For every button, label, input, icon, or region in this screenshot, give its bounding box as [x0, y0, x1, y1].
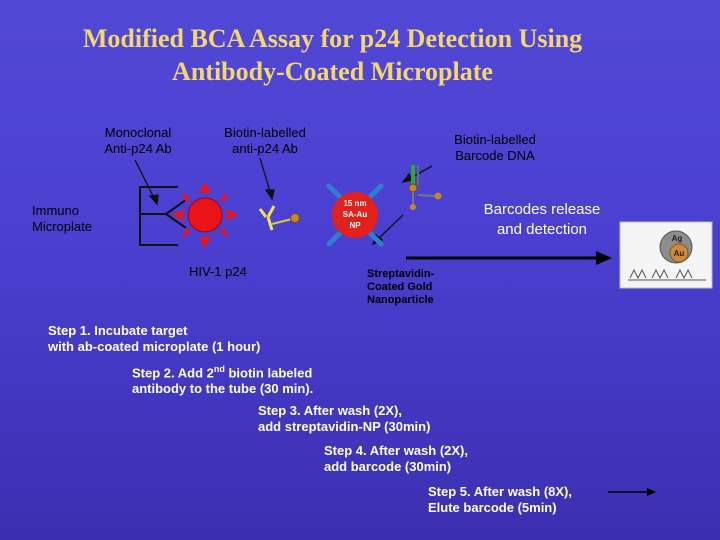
release-arrow — [406, 251, 612, 265]
streptavidin-gold-nanoparticle: 15 nm SA-Au NP — [326, 183, 384, 247]
step-4: Step 4. After wash (2X), add barcode (30… — [324, 443, 468, 474]
step-2-suffix: biotin labeled antibody to the tube (30 … — [132, 365, 314, 397]
label-streptavidin-nanoparticle: Streptavidin- Coated Gold Nanoparticle — [367, 268, 435, 306]
slide-title: Modified BCA Assay for p24 Detection Usi… — [82, 24, 583, 86]
step-2: Step 2. Add 2nd biotin labeled antibody … — [132, 361, 432, 397]
step-1: Step 1. Incubate target with ab-coated m… — [48, 323, 261, 354]
microplate-well — [139, 186, 178, 246]
label-monoclonal-antibody: Monoclonal Anti-p24 Ab — [104, 125, 172, 156]
label-barcodes-release: Barcodes release and detection — [483, 201, 601, 238]
np-text-3: NP — [349, 221, 361, 230]
hiv-virus — [172, 182, 238, 248]
np-text-1: 15 nm — [343, 199, 366, 208]
label-biotin-antibody: Biotin-labelled anti-p24 Ab — [224, 125, 306, 156]
monoclonal-antibody — [140, 199, 187, 229]
silver-label: Ag — [672, 234, 683, 243]
barcode-dna — [408, 165, 442, 210]
np-text-2: SA-Au — [343, 210, 368, 219]
gold-label: Au — [674, 249, 685, 258]
label-immuno-microplate: Immuno Microplate — [32, 203, 92, 234]
label-hiv-p24: HIV-1 p24 — [189, 264, 247, 279]
biotin-antibody — [258, 205, 300, 231]
step-2-prefix: Step 2. Add 2 — [132, 365, 214, 381]
detection-panel: Ag Au — [619, 221, 713, 289]
pointer-arrows — [134, 157, 433, 246]
elute-arrow — [608, 488, 656, 496]
step-5: Step 5. After wash (8X), Elute barcode (… — [428, 484, 572, 515]
step-3: Step 3. After wash (2X), add streptavidi… — [258, 403, 431, 434]
step-2-superscript: nd — [213, 364, 225, 374]
label-biotin-barcode-dna: Biotin-labelled Barcode DNA — [454, 132, 536, 163]
